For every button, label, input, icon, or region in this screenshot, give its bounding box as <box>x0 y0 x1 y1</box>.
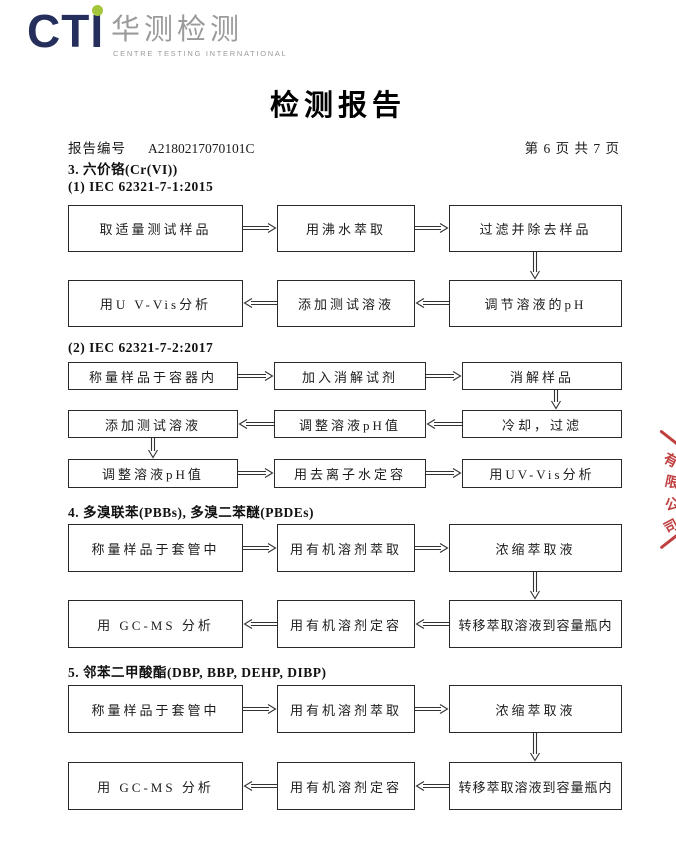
section-4-heading: 4. 多溴联苯(PBBs), 多溴二苯醚(PBDEs) <box>68 505 314 520</box>
page-title: 检测报告 <box>269 90 406 122</box>
flow-box: 消解样品 <box>462 362 622 390</box>
seal-char: 公 <box>663 496 676 515</box>
flow-box: 称量样品于套管中 <box>68 524 243 572</box>
logo-green-dot-icon <box>92 5 103 16</box>
flow-box: 调整溶液pH值 <box>68 459 238 488</box>
flow-box: 冷却，过滤 <box>462 410 622 438</box>
flow-box: 用沸水萃取 <box>277 205 415 252</box>
arrow-right-icon <box>238 369 274 383</box>
arrow-right-icon <box>415 541 449 555</box>
flow-box: 添加测试溶液 <box>277 280 415 327</box>
flow-box: 用有机溶剂萃取 <box>277 685 415 733</box>
flow-box: 称量样品于容器内 <box>68 362 238 390</box>
arrow-down-icon <box>528 252 542 280</box>
arrow-left-icon <box>243 296 277 310</box>
flow-box: 用UV-Vis分析 <box>462 459 622 488</box>
flow-box: 转移萃取溶液到容量瓶内 <box>449 600 622 648</box>
arrow-right-icon <box>415 221 449 235</box>
page-number: 第 6 页 共 7 页 <box>524 141 620 156</box>
arrow-down-icon <box>528 733 542 762</box>
flow-box: 调节溶液的pH <box>449 280 622 327</box>
red-seal-fragment: 有 限 公 司 <box>652 429 676 550</box>
arrow-down-icon <box>146 438 160 459</box>
section-3-method-2: (2) IEC 62321-7-2:2017 <box>68 340 214 355</box>
flow-box: 用去离子水定容 <box>274 459 426 488</box>
report-number-row: 报告编号 A2180217070101C <box>68 137 622 157</box>
flow-box: 用 GC-MS 分析 <box>68 762 243 810</box>
flow-box: 用有机溶剂定容 <box>277 600 415 648</box>
arrow-right-icon <box>238 466 274 480</box>
flow-box: 调整溶液pH值 <box>274 410 426 438</box>
arrow-down-icon <box>549 390 563 410</box>
cti-logo: CTI <box>27 5 105 57</box>
arrow-left-icon <box>243 779 277 793</box>
flow-box: 用 GC-MS 分析 <box>68 600 243 648</box>
arrow-left-icon <box>415 296 449 310</box>
logo-chinese-name: 华测检测 <box>111 14 244 46</box>
section-3-heading: 3. 六价铬(Cr(VI)) <box>68 162 178 177</box>
flow-box: 添加测试溶液 <box>68 410 238 438</box>
arrow-right-icon <box>415 702 449 716</box>
seal-char: 限 <box>663 474 676 493</box>
arrow-left-icon <box>426 417 462 431</box>
report-number-value: A2180217070101C <box>148 141 255 156</box>
arrow-left-icon <box>415 617 449 631</box>
arrow-left-icon <box>243 617 277 631</box>
flow-box: 用有机溶剂萃取 <box>277 524 415 572</box>
section-3-method-1: (1) IEC 62321-7-1:2015 <box>68 179 214 194</box>
arrow-right-icon <box>243 221 277 235</box>
flow-box: 过滤并除去样品 <box>449 205 622 252</box>
section-5-heading: 5. 邻苯二甲酸酯(DBP, BBP, DEHP, DIBP) <box>68 665 327 680</box>
flow-box: 用有机溶剂定容 <box>277 762 415 810</box>
arrow-right-icon <box>243 541 277 555</box>
seal-char: 有 <box>660 451 676 472</box>
arrow-down-icon <box>528 572 542 600</box>
flow-box: 用U V-Vis分析 <box>68 280 243 327</box>
report-number-label: 报告编号 <box>68 141 126 156</box>
arrow-right-icon <box>243 702 277 716</box>
flow-box: 转移萃取溶液到容量瓶内 <box>449 762 622 810</box>
flow-box: 取适量测试样品 <box>68 205 243 252</box>
seal-arc-stroke <box>659 429 676 446</box>
arrow-right-icon <box>426 369 462 383</box>
logo-tagline: CENTRE TESTING INTERNATIONAL <box>113 49 288 58</box>
flow-box: 浓缩萃取液 <box>449 685 622 733</box>
arrow-left-icon <box>415 779 449 793</box>
flow-box: 称量样品于套管中 <box>68 685 243 733</box>
arrow-right-icon <box>426 466 462 480</box>
flow-box: 加入消解试剂 <box>274 362 426 390</box>
flow-box: 浓缩萃取液 <box>449 524 622 572</box>
arrow-left-icon <box>238 417 274 431</box>
